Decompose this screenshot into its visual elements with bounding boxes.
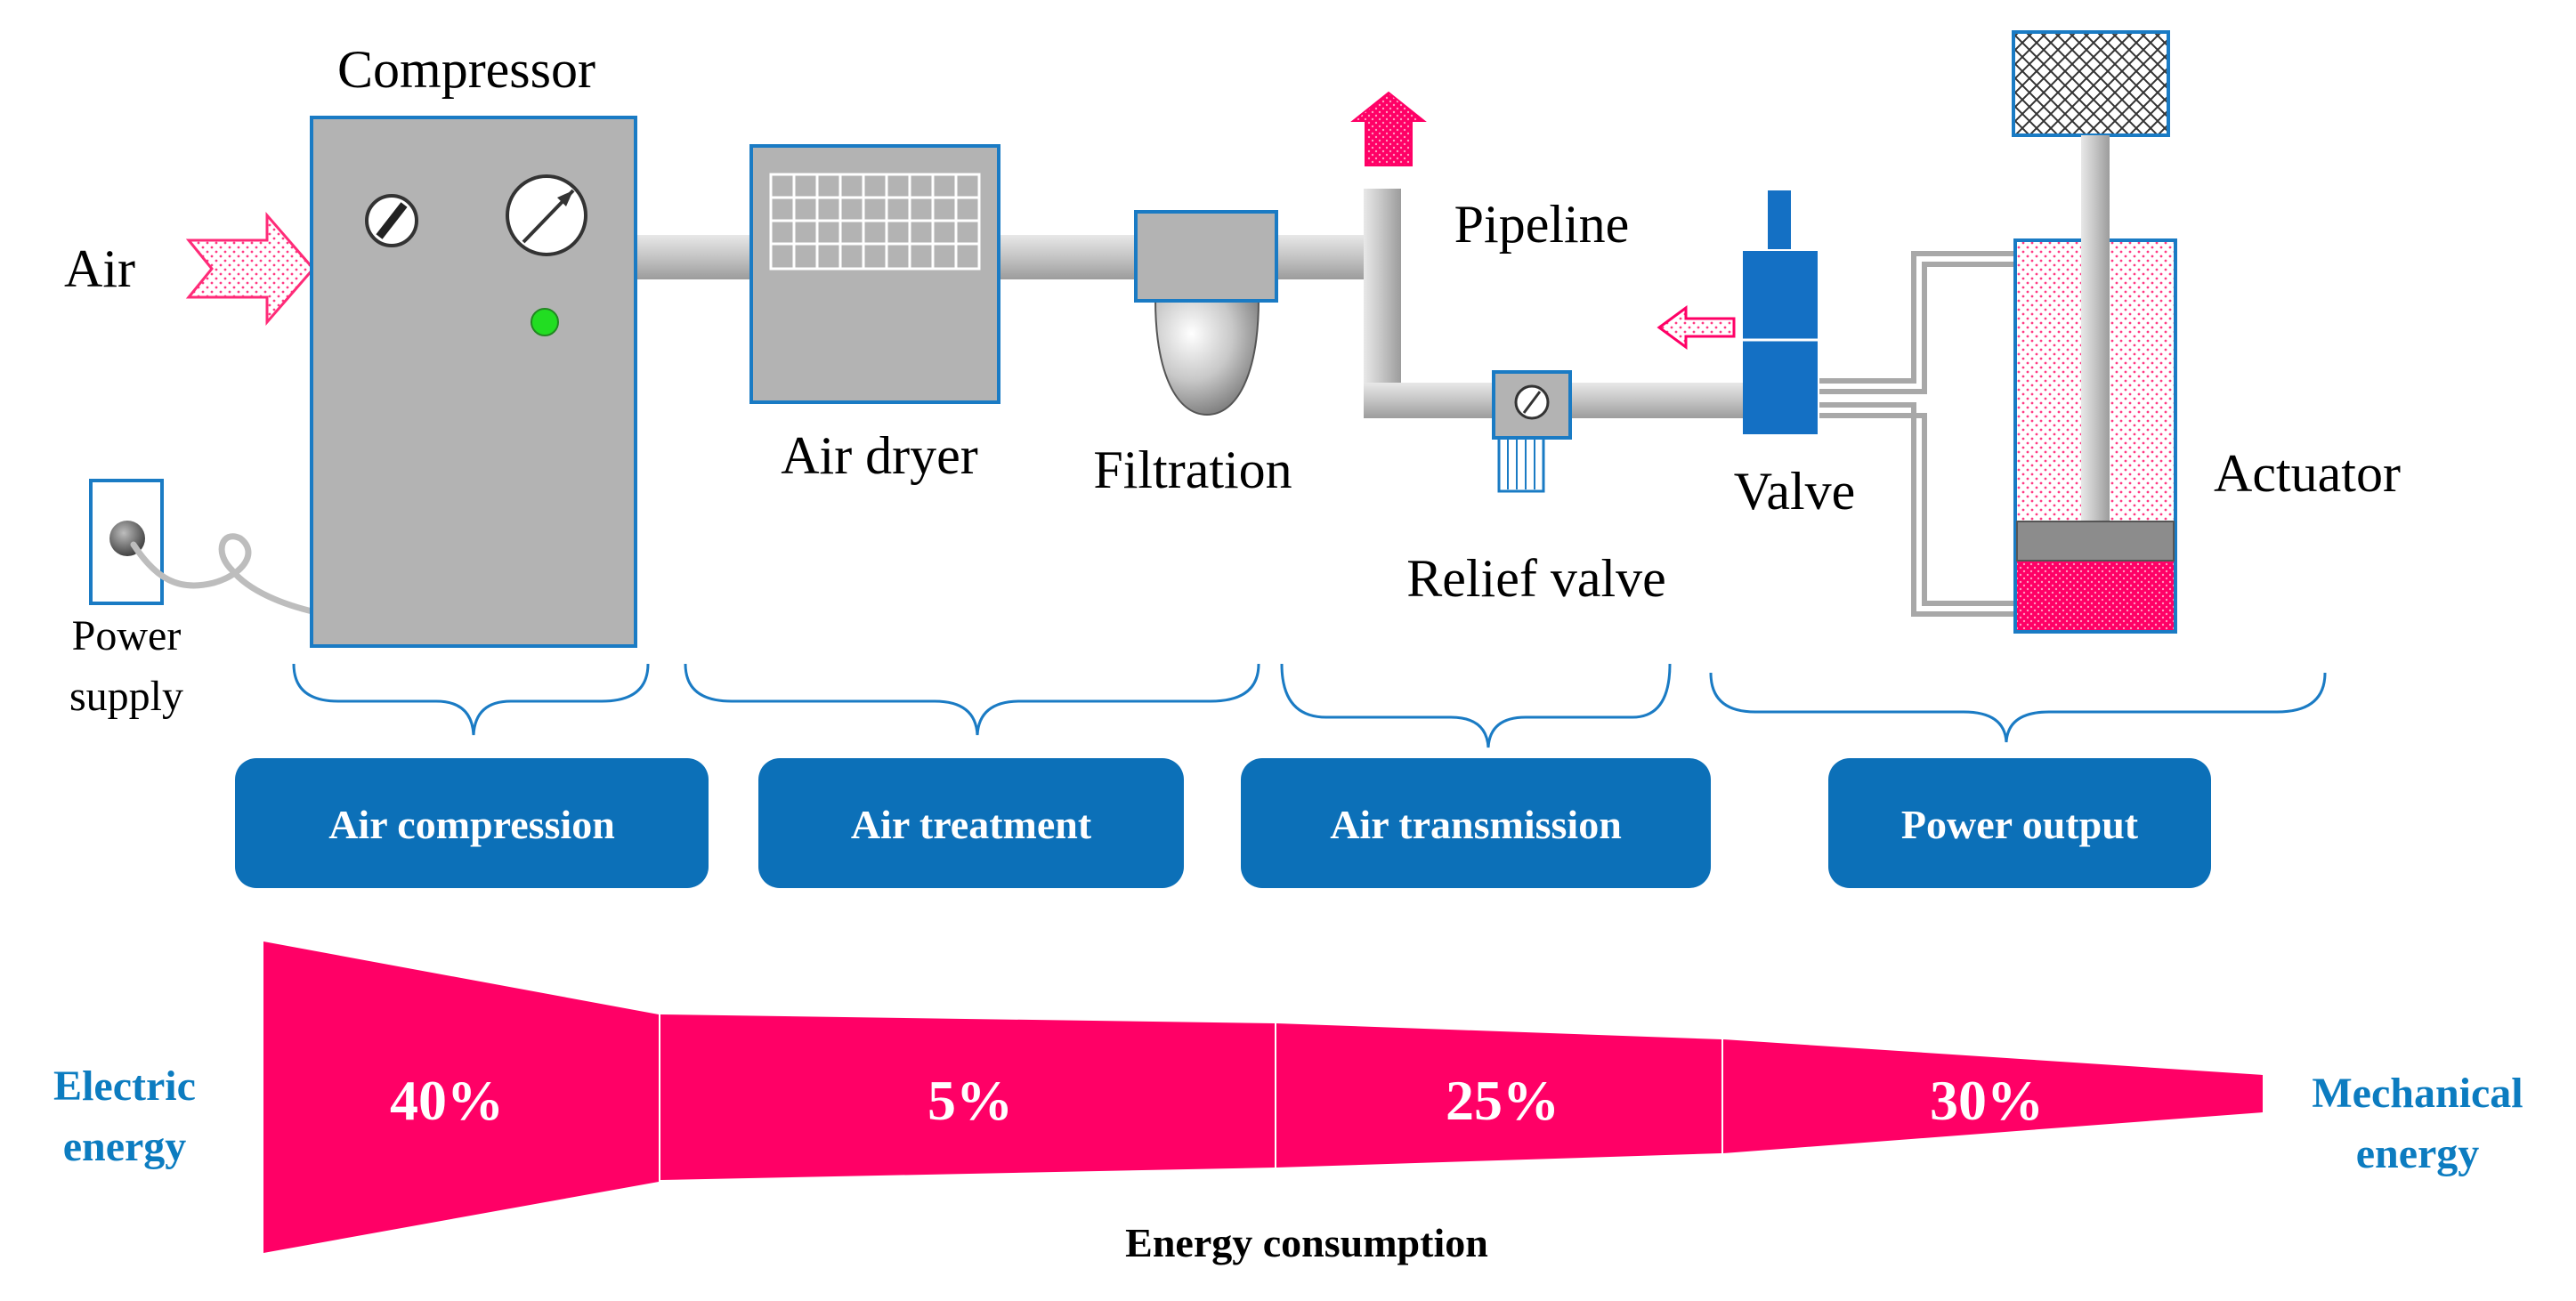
stage-air-compression-label: Air compression <box>328 802 615 847</box>
energy-segment-power-output <box>1723 1039 2263 1153</box>
brace-air-transmission <box>1280 663 1672 748</box>
energy-percent-air-transmission: 25% <box>1446 1069 1559 1132</box>
status-light-icon <box>531 308 559 336</box>
pipe-filter-to-pipeline <box>1275 235 1373 279</box>
electric-energy-label-line2: energy <box>63 1123 187 1170</box>
energy-segment-air-treatment <box>660 1014 1275 1180</box>
air-label: Air <box>64 239 135 298</box>
brace-air-treatment <box>684 663 1260 736</box>
electric-energy-label-line1: Electric <box>53 1063 196 1110</box>
air-inlet-arrow <box>185 211 315 327</box>
actuator-rod <box>2081 135 2110 521</box>
directional-valve <box>1657 190 1818 434</box>
energy-funnel: 40% 5% 25% 30% <box>263 941 2263 1253</box>
compressor-knob-icon <box>365 194 418 247</box>
compressor <box>310 116 637 648</box>
energy-percent-power-output: 30% <box>1930 1069 2044 1132</box>
pipeline-vertical <box>1364 189 1401 418</box>
stage-air-compression: Air compression <box>235 758 709 888</box>
power-supply-label-line1: Power <box>72 612 182 659</box>
brace-power-output <box>1709 672 2327 743</box>
relief-valve-gauge-icon <box>1514 384 1550 420</box>
pipe-dryer-to-filter <box>997 235 1138 279</box>
valve-label: Valve <box>1734 462 1856 521</box>
relief-valve-label: Relief valve <box>1406 549 1666 608</box>
pipeline-exhaust-arrow <box>1350 91 1427 166</box>
relief-valve-exhaust <box>1497 434 1545 493</box>
actuator-label: Actuator <box>2214 444 2401 503</box>
filtration <box>1134 210 1278 416</box>
actuator-load <box>2012 30 2170 137</box>
energy-consumption-caption: Energy consumption <box>1125 1220 1488 1265</box>
actuator-air-lines <box>1819 251 2013 617</box>
filtration-label: Filtration <box>1093 440 1292 499</box>
air-dryer-label: Air dryer <box>781 426 978 485</box>
pipe-to-relief-valve <box>1364 383 1495 418</box>
pipes <box>634 189 2013 617</box>
actuator-chamber-fill <box>2017 561 2174 630</box>
relief-valve <box>1492 370 1572 493</box>
pipe-relief-to-valve <box>1567 383 1745 418</box>
filter-bowl <box>1154 298 1260 416</box>
air-dryer-body <box>749 144 1000 404</box>
power-cord <box>130 533 320 616</box>
stage-air-transmission-label: Air transmission <box>1330 802 1622 847</box>
stage-air-transmission: Air transmission <box>1241 758 1711 888</box>
power-supply-label-line2: supply <box>69 673 183 720</box>
actuator-piston <box>2016 521 2175 562</box>
energy-segment-air-transmission <box>1276 1023 1721 1168</box>
valve-exhaust-arrow <box>1657 305 1736 350</box>
stage-braces <box>292 663 2327 748</box>
energy-percent-air-treatment: 5% <box>928 1069 1013 1132</box>
power-supply <box>89 479 320 616</box>
valve-body <box>1743 251 1818 434</box>
stage-power-output-label: Power output <box>1901 802 2139 847</box>
stage-boxes: Air compression Air treatment Air transm… <box>235 758 2211 888</box>
compressor-label: Compressor <box>337 40 595 99</box>
pipeline-label: Pipeline <box>1454 195 1630 254</box>
stage-air-treatment: Air treatment <box>758 758 1184 888</box>
stage-power-output: Power output <box>1828 758 2211 888</box>
actuator <box>2012 30 2177 634</box>
mechanical-energy-label-line1: Mechanical <box>2312 1070 2523 1117</box>
pressure-gauge-icon <box>506 174 587 256</box>
stage-air-treatment-label: Air treatment <box>851 802 1092 847</box>
valve-stem <box>1768 190 1791 249</box>
air-dryer <box>749 144 1000 404</box>
brace-air-compression <box>292 663 650 736</box>
energy-percent-air-compression: 40% <box>390 1069 504 1132</box>
filter-head <box>1134 210 1278 303</box>
mechanical-energy-label-line2: energy <box>2356 1130 2480 1177</box>
dryer-grille-icon <box>769 173 981 271</box>
energy-segment-air-compression <box>263 941 659 1253</box>
pipe-compressor-to-dryer <box>634 235 753 279</box>
compressor-body <box>310 116 637 648</box>
